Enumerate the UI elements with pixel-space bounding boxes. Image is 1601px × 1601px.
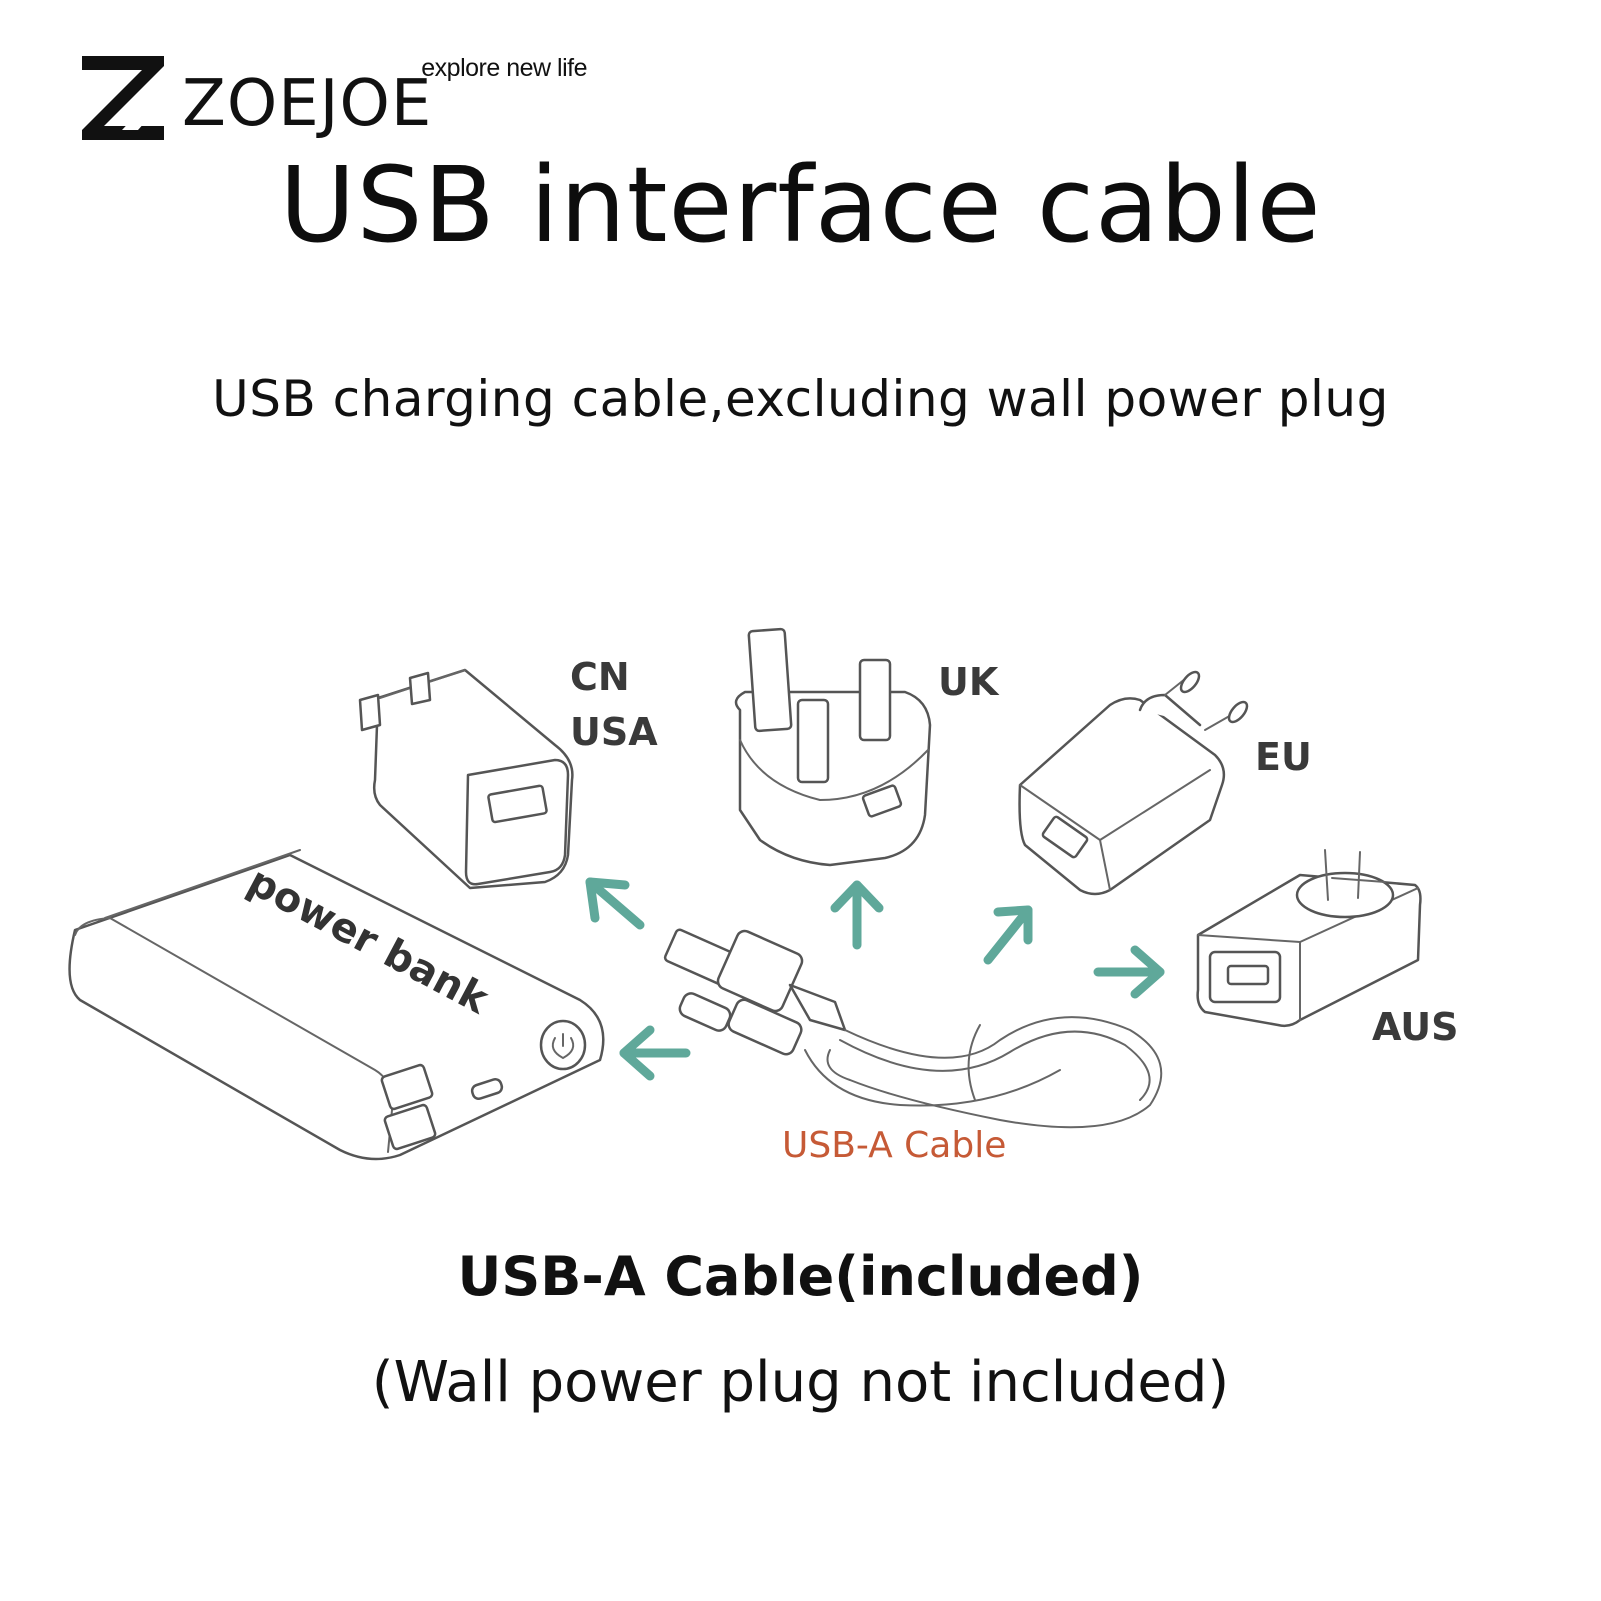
charging-diagram: power bank CN USA UK EU: [0, 600, 1601, 1200]
arrow-to-eu: [988, 910, 1028, 960]
label-eu: EU: [1255, 735, 1312, 779]
label-cn: CN: [570, 655, 630, 699]
arrow-to-uk: [835, 885, 879, 945]
plug-uk-illustration: [736, 629, 930, 865]
cable-label: USB-A Cable: [782, 1125, 1006, 1166]
page-subtitle: USB charging cable,excluding wall power …: [0, 370, 1601, 428]
plug-aus-illustration: [1198, 850, 1421, 1026]
usb-a-cable-illustration: [664, 928, 1161, 1127]
arrow-to-cn-usa: [590, 882, 640, 925]
plug-cn-usa-illustration: [360, 670, 572, 888]
label-aus: AUS: [1372, 1005, 1458, 1049]
caption-plug-not-included: (Wall power plug not included): [0, 1350, 1601, 1415]
plug-eu-illustration: [1020, 669, 1251, 894]
caption-cable-included: USB-A Cable(included): [0, 1245, 1601, 1308]
zoejoe-logo-icon: [82, 56, 168, 140]
page-title: USB interface cable: [0, 148, 1601, 262]
brand-logo: explore new life ZOEJOE: [82, 48, 522, 148]
arrow-to-aus: [1098, 950, 1160, 994]
label-usa: USA: [570, 710, 658, 754]
power-bank-illustration: power bank: [70, 850, 604, 1159]
label-uk: UK: [938, 660, 1000, 704]
brand-name: ZOEJOE: [182, 72, 432, 136]
arrow-to-power-bank: [624, 1030, 686, 1076]
